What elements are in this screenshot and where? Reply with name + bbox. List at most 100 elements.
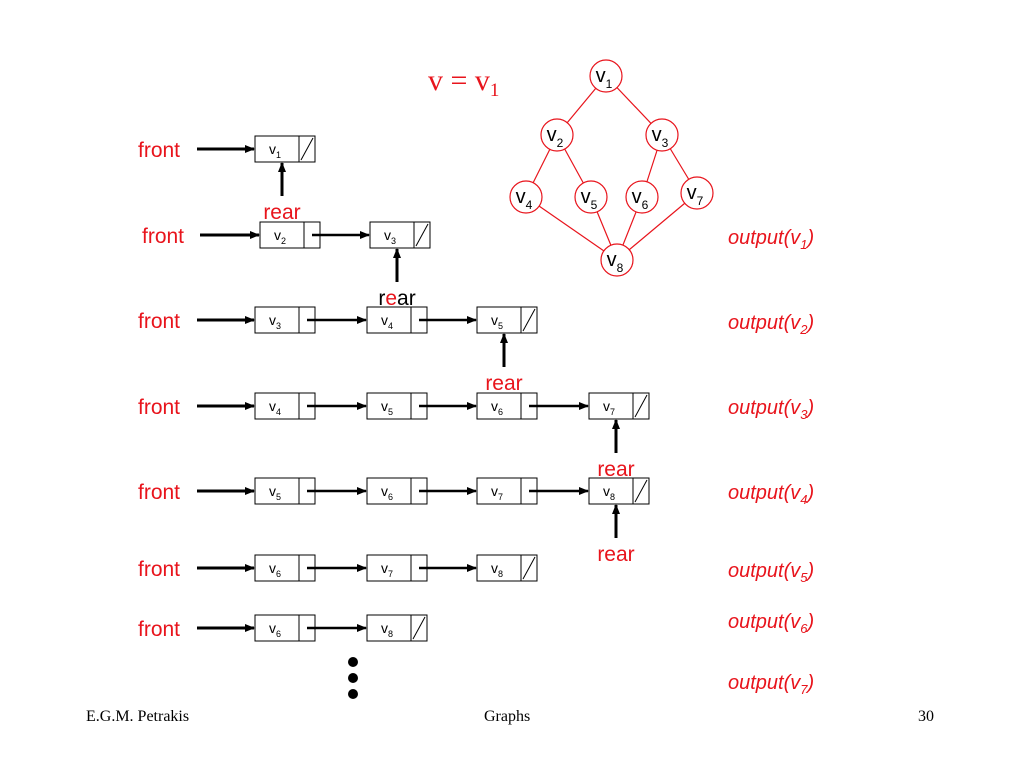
queue-node xyxy=(254,554,316,582)
queue-node-label-sub: 8 xyxy=(388,629,393,639)
graph-node-label-v8-sub: 8 xyxy=(617,261,624,275)
queue-node-label-main: v xyxy=(384,227,391,243)
graph-node-label-v4: v4 xyxy=(516,186,533,212)
queue-node-label-sub: 4 xyxy=(276,407,281,417)
graph-node-label-v3-main: v xyxy=(652,124,662,146)
queue-node-label-main: v xyxy=(269,141,276,157)
queue-node-label-sub: 5 xyxy=(276,492,281,502)
output-sub: 1 xyxy=(800,237,807,252)
queue-node xyxy=(254,306,316,334)
front-label: front xyxy=(138,139,180,162)
queue-node-label: v7 xyxy=(603,398,615,417)
null-pointer-slash xyxy=(522,556,536,580)
output-fn: output(v xyxy=(728,560,801,582)
null-pointer-slash xyxy=(300,137,314,161)
output-close: ) xyxy=(806,482,815,504)
output-fn: output(v xyxy=(728,397,801,419)
queue-node-label-main: v xyxy=(381,620,388,636)
graph-node-v1 xyxy=(589,59,623,93)
graph-node-label-v2-main: v xyxy=(547,124,557,146)
graph-node-label-v6-main: v xyxy=(632,186,642,208)
front-label: front xyxy=(138,396,180,419)
output-close: ) xyxy=(806,227,815,249)
queue-node-label-sub: 5 xyxy=(388,407,393,417)
graph-node-label-v6-sub: 6 xyxy=(642,198,649,212)
output-fn: output(v xyxy=(728,611,801,633)
output-sub: 2 xyxy=(799,322,808,337)
output-close: ) xyxy=(806,397,815,419)
graph-node-label-v5-sub: 5 xyxy=(591,198,598,212)
graph-node-label-v2: v2 xyxy=(547,124,564,150)
graph-node-label-v3-sub: 3 xyxy=(662,136,669,150)
queue-node-label-main: v xyxy=(269,312,276,328)
graph-node-label-v1-main: v xyxy=(596,65,606,87)
queue-node xyxy=(369,221,431,249)
output-fn: output(v xyxy=(728,312,801,334)
queue-node-label-sub: 1 xyxy=(276,150,281,160)
output-fn: output(v xyxy=(728,672,801,694)
rear-label: rear xyxy=(597,458,634,481)
queue-node-label: v5 xyxy=(381,398,393,417)
queue-node-label-main: v xyxy=(269,398,276,414)
queue-node-label: v4 xyxy=(269,398,281,417)
queue-node xyxy=(476,306,538,334)
graph-node-v5 xyxy=(574,180,608,214)
rear-label: rear xyxy=(597,543,634,566)
graph-node-v3 xyxy=(645,118,679,152)
graph-edge-v7-v8 xyxy=(616,192,698,261)
queue-node-label-main: v xyxy=(381,312,388,328)
queue-node-label: v8 xyxy=(381,620,393,639)
graph-node-label-v4-sub: 4 xyxy=(526,198,533,212)
null-pointer-slash xyxy=(634,479,648,503)
queue-node-label-sub: 7 xyxy=(610,407,615,417)
queue-node-label: v7 xyxy=(381,560,393,579)
rear-letter: r xyxy=(409,287,416,310)
queue-node-label-main: v xyxy=(491,312,498,328)
null-pointer-slash xyxy=(412,616,426,640)
front-label: front xyxy=(138,558,180,581)
output-label: output(v5) xyxy=(728,560,814,585)
queue-row: front v1 rear xyxy=(138,135,316,224)
rear-label: rear xyxy=(378,287,415,310)
graph-node-label-v1: v1 xyxy=(596,65,613,91)
rear-label: rear xyxy=(263,201,300,224)
graph-node-v8 xyxy=(600,243,634,277)
queue-node xyxy=(588,392,650,420)
output-sub: 4 xyxy=(800,492,807,507)
queue-node xyxy=(366,306,428,334)
queue-node xyxy=(366,477,428,505)
output-fn: output(v xyxy=(728,482,801,504)
queue-node-label: v6 xyxy=(381,483,393,502)
null-pointer-slash xyxy=(415,223,429,247)
graph-node-label-v3: v3 xyxy=(652,124,669,150)
queue-node-label-sub: 4 xyxy=(388,321,393,331)
title-main: v = v xyxy=(428,64,490,97)
output-sub: 7 xyxy=(800,682,808,697)
queue-node-label: v1 xyxy=(269,141,281,160)
queue-node-label-sub: 6 xyxy=(388,492,393,502)
queue-node-label-main: v xyxy=(491,560,498,576)
queue-node xyxy=(366,392,428,420)
queue-node-label: v3 xyxy=(384,227,396,246)
title-sub: 1 xyxy=(490,80,500,101)
queue-node-label: v3 xyxy=(269,312,281,331)
output-close: ) xyxy=(806,560,815,582)
queue-node-label-main: v xyxy=(274,227,281,243)
queue-node-label-main: v xyxy=(491,398,498,414)
output-sub: 6 xyxy=(800,621,808,636)
slide-title: v = v1 xyxy=(428,64,499,101)
front-label: front xyxy=(142,225,184,248)
rear-label: rear xyxy=(485,372,522,395)
queue-node-label: v4 xyxy=(381,312,393,331)
queue-node-label-main: v xyxy=(491,483,498,499)
null-pointer-slash xyxy=(522,308,536,332)
queue-node xyxy=(254,135,316,163)
rear-letter: a xyxy=(397,287,409,310)
queue-node-label-sub: 3 xyxy=(391,236,396,246)
queue-node-label-sub: 8 xyxy=(610,492,615,502)
queue-node xyxy=(476,554,538,582)
